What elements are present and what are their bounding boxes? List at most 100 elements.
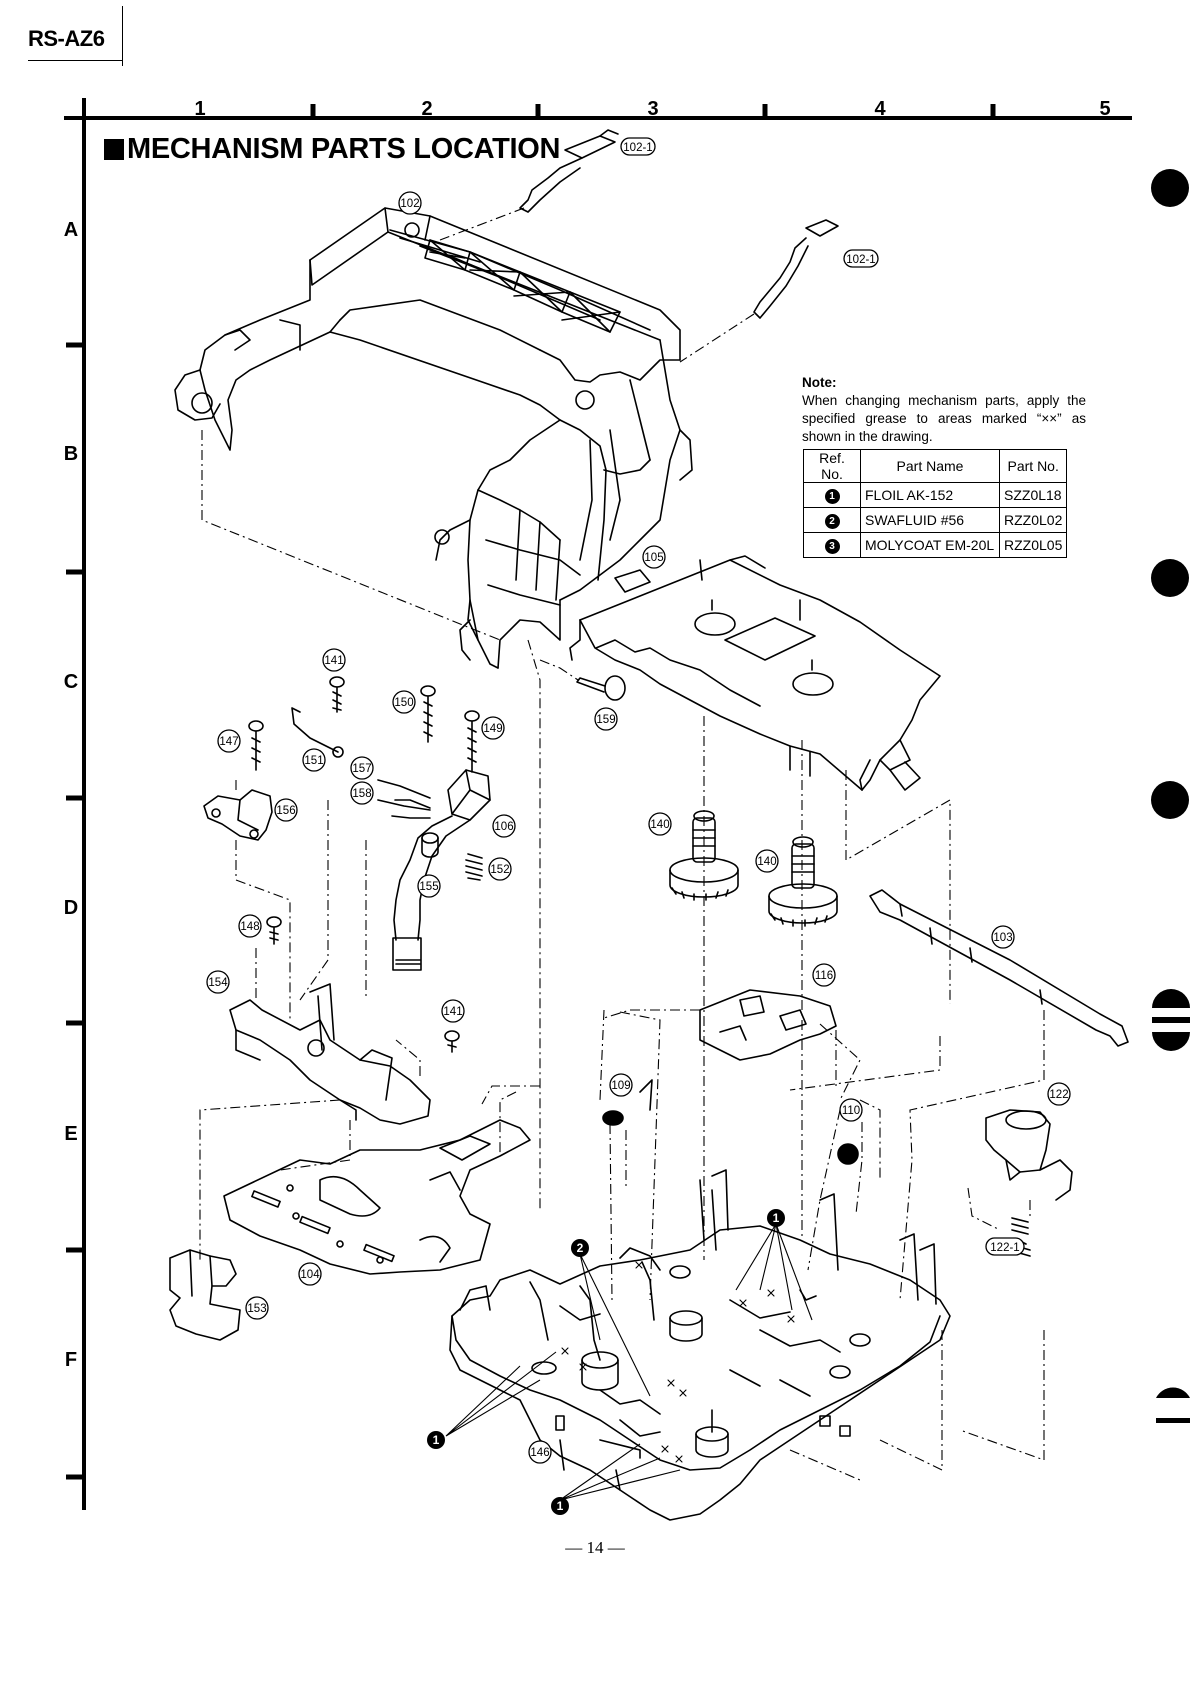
part-109-spring bbox=[602, 1110, 624, 1126]
page-number: — 14 — bbox=[565, 1538, 625, 1557]
callout-103: 103 bbox=[991, 925, 1015, 949]
col-label-1: 1 bbox=[194, 98, 205, 120]
part-no-cell: RZZ0L05 bbox=[998, 532, 1068, 558]
grease-x-marks bbox=[561, 1261, 795, 1463]
callout-150: 150 bbox=[392, 690, 416, 714]
grid-frame bbox=[64, 98, 1132, 1510]
grease-marker-2: 2 bbox=[571, 1239, 589, 1257]
part-102-cassette-holder bbox=[174, 207, 693, 669]
screw-141-lower bbox=[444, 1030, 460, 1053]
callout-151: 151 bbox=[302, 748, 326, 772]
callout-110: 110 bbox=[839, 1098, 863, 1122]
part-159-pin bbox=[576, 675, 626, 701]
title-text: MECHANISM PARTS LOCATION bbox=[127, 133, 561, 165]
callout-141-a: 141 bbox=[322, 648, 346, 672]
svg-text:102-1: 102-1 bbox=[846, 254, 875, 266]
part-102-1-spring-b bbox=[753, 219, 839, 319]
header-ref-no: Ref. No. bbox=[803, 449, 861, 483]
part-116-bracket bbox=[699, 989, 837, 1061]
ref-badge: 1 bbox=[824, 489, 840, 504]
callout-154: 154 bbox=[206, 970, 230, 994]
part-154-head-base bbox=[229, 983, 431, 1125]
col-label-5: 5 bbox=[1099, 98, 1110, 120]
callout-102-1-b: 102-1 bbox=[843, 249, 879, 268]
callout-152: 152 bbox=[488, 857, 512, 881]
part-106-head-assy bbox=[391, 769, 491, 971]
part-no-cell: SZZ0L18 bbox=[998, 482, 1068, 508]
svg-text:157: 157 bbox=[352, 763, 371, 775]
table-row: 3 MOLYCOAT EM-20L RZZ0L05 bbox=[803, 532, 1068, 558]
svg-text:109: 109 bbox=[611, 1080, 630, 1092]
svg-text:155: 155 bbox=[419, 881, 438, 893]
row-label-e: E bbox=[64, 1123, 77, 1145]
svg-text:147: 147 bbox=[219, 736, 238, 748]
grease-marker-1-top: 1 bbox=[767, 1209, 785, 1227]
callout-147: 147 bbox=[217, 729, 241, 753]
binder-marks bbox=[1151, 169, 1190, 1423]
svg-text:153: 153 bbox=[247, 1303, 266, 1315]
grease-note: Note: When changing mechanism parts, app… bbox=[802, 374, 1086, 446]
svg-text:2: 2 bbox=[577, 1241, 584, 1255]
callout-153: 153 bbox=[245, 1296, 269, 1320]
part-152-spring bbox=[465, 853, 483, 881]
part-146-main-chassis bbox=[449, 1169, 951, 1521]
part-151-spring bbox=[291, 707, 344, 758]
part-name-cell: FLOIL AK-152 bbox=[860, 482, 1000, 508]
row-label-a: A bbox=[64, 219, 78, 241]
screw-148 bbox=[266, 916, 282, 945]
svg-text:104: 104 bbox=[300, 1269, 320, 1281]
col-label-4: 4 bbox=[874, 98, 886, 120]
col-label-2: 2 bbox=[421, 98, 432, 120]
svg-text:140: 140 bbox=[650, 819, 669, 831]
svg-text:140: 140 bbox=[757, 856, 776, 868]
callout-116: 116 bbox=[812, 963, 836, 987]
title-square-icon bbox=[104, 139, 124, 160]
part-156-bracket bbox=[203, 789, 273, 841]
svg-text:110: 110 bbox=[842, 1105, 860, 1117]
row-label-d: D bbox=[64, 897, 78, 919]
svg-text:102: 102 bbox=[400, 198, 419, 210]
callout-102: 102 bbox=[398, 191, 422, 215]
part-157-158-wires bbox=[377, 779, 431, 811]
svg-text:141: 141 bbox=[443, 1006, 462, 1018]
callout-148: 148 bbox=[238, 914, 262, 938]
col-label-3: 3 bbox=[647, 98, 658, 120]
callout-102-1-a: 102-1 bbox=[620, 137, 656, 156]
callout-149: 149 bbox=[481, 716, 505, 740]
grease-marker-1-bottom: 1 bbox=[551, 1497, 569, 1515]
svg-text:106: 106 bbox=[494, 821, 513, 833]
header-underline bbox=[28, 60, 123, 61]
callout-104: 104 bbox=[298, 1262, 322, 1286]
callout-122: 122 bbox=[1047, 1082, 1071, 1106]
part-102-1-spring-a bbox=[519, 129, 619, 213]
screw-149 bbox=[464, 710, 480, 773]
svg-text:103: 103 bbox=[993, 932, 1012, 944]
svg-text:149: 149 bbox=[483, 723, 502, 735]
part-no-cell: RZZ0L02 bbox=[998, 507, 1068, 533]
table-row: 2 SWAFLUID #56 RZZ0L02 bbox=[803, 507, 1068, 533]
part-110-spring bbox=[837, 1143, 859, 1165]
svg-text:158: 158 bbox=[352, 788, 371, 800]
assembly-lines bbox=[199, 207, 1045, 1481]
svg-text:156: 156 bbox=[276, 805, 295, 817]
grease-marker-1-left: 1 bbox=[427, 1431, 445, 1449]
svg-text:122-1: 122-1 bbox=[990, 1242, 1019, 1254]
header-part-no: Part No. bbox=[998, 449, 1068, 483]
svg-text:154: 154 bbox=[208, 977, 228, 989]
row-label-b: B bbox=[64, 443, 78, 465]
part-122-motor-bracket bbox=[985, 1109, 1073, 1257]
header-divider bbox=[122, 6, 123, 66]
svg-text:122: 122 bbox=[1049, 1089, 1068, 1101]
header-part-name: Part Name bbox=[860, 449, 1000, 483]
screw-147 bbox=[248, 720, 264, 771]
note-heading: Note: bbox=[802, 375, 837, 390]
svg-text:105: 105 bbox=[644, 552, 663, 564]
page-title: MECHANISM PARTS LOCATION bbox=[104, 133, 560, 166]
ref-badge: 3 bbox=[824, 539, 840, 554]
callout-140-b: 140 bbox=[755, 849, 779, 873]
svg-text:102-1: 102-1 bbox=[623, 142, 652, 154]
callout-105: 105 bbox=[642, 545, 666, 569]
screw-150 bbox=[420, 685, 436, 743]
callout-155: 155 bbox=[417, 874, 441, 898]
